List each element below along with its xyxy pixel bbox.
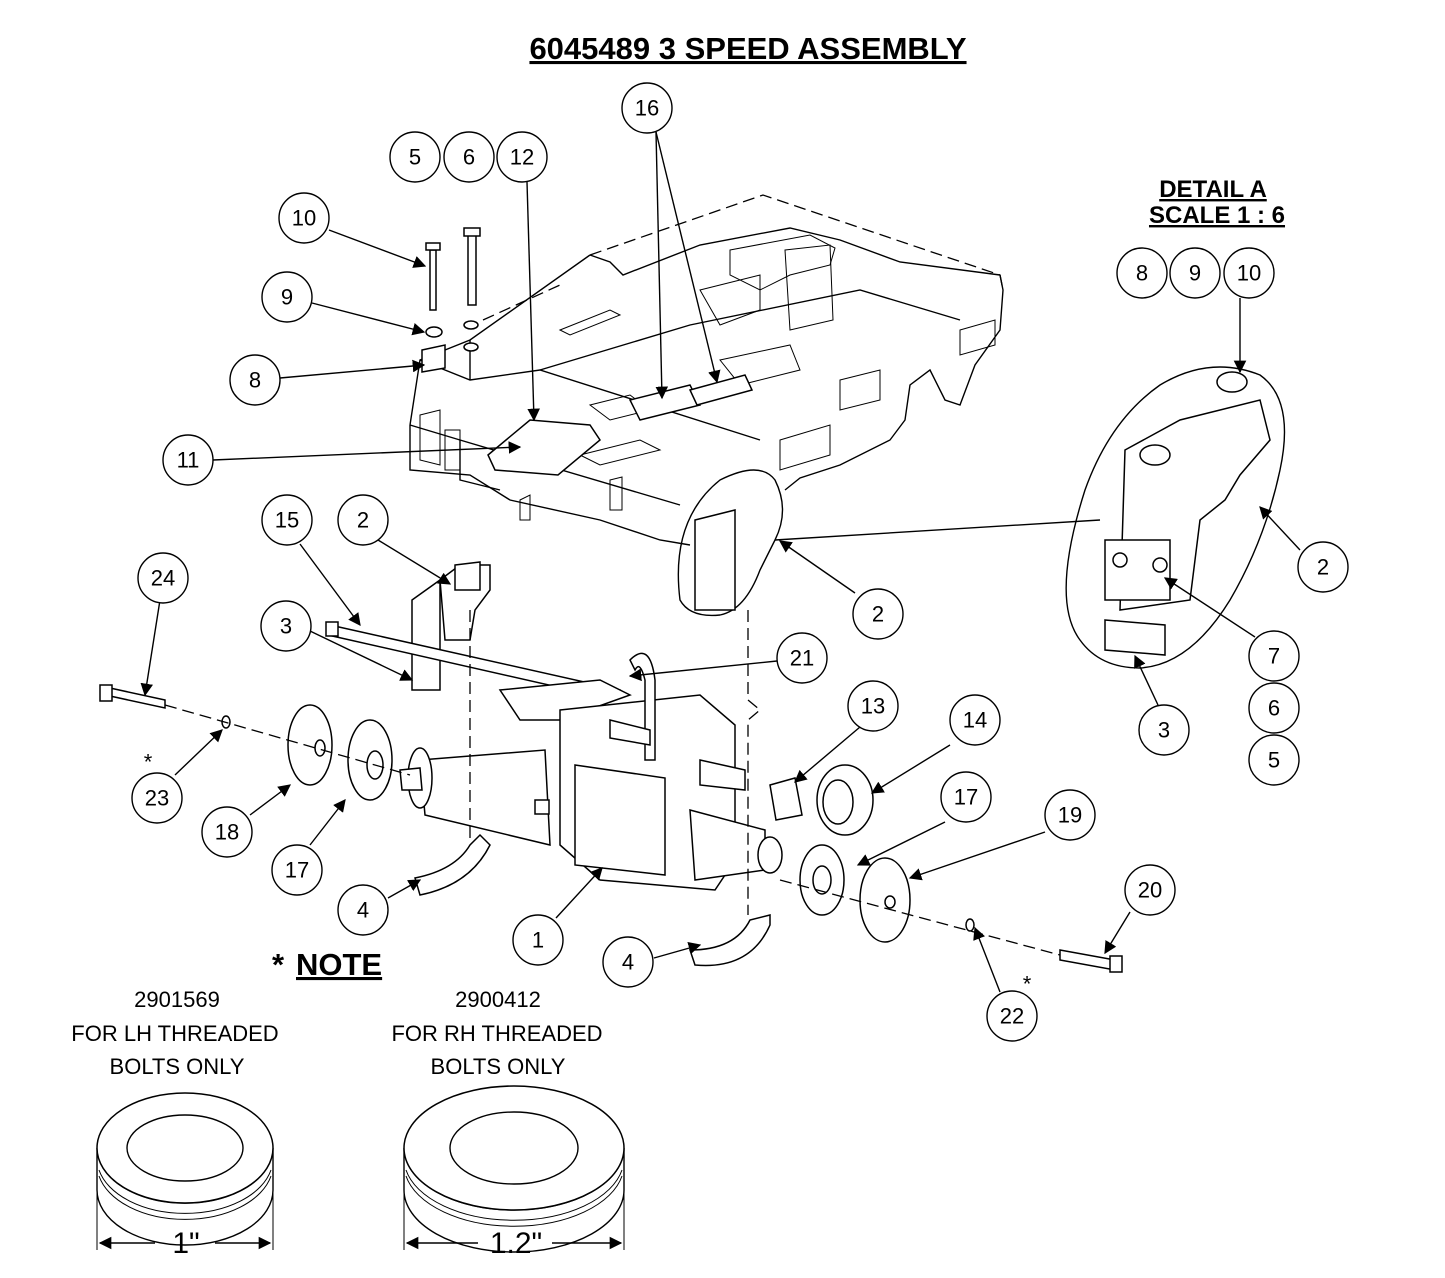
washer-rh-dimension: 1.2" [490,1227,542,1260]
balloon-9: 9 [261,271,313,323]
leader-lines [140,131,1301,993]
balloon-6: 6 [1248,682,1300,734]
balloon-2: 2 [1297,541,1349,593]
balloon-label: 4 [622,950,634,975]
balloon-label: 21 [790,646,814,671]
balloon-2: 2 [337,494,389,546]
balloon-label: 3 [1158,718,1170,743]
balloon-label: 13 [861,694,885,719]
balloon-3: 3 [260,600,312,652]
title: 6045489 3 SPEED ASSEMBLY [529,31,966,66]
balloon-6: 6 [443,131,495,183]
left-drive-parts [99,684,423,801]
detail-a-callout-loop [677,469,1101,617]
washer-lh-dimension: 1" [172,1227,199,1260]
balloon-17: 17 [940,771,992,823]
balloon-10: 10 [278,192,330,244]
note-star: * [272,947,285,982]
balloon-label: 12 [510,145,534,170]
balloon-4: 4 [602,936,654,988]
balloon-label: 2 [872,602,884,627]
balloon-label: 10 [292,206,316,231]
washer-lh-line1: FOR LH THREADED [71,1021,278,1046]
balloon-14: 14 [949,694,1001,746]
balloon-label: 3 [280,614,292,639]
balloon-label: 7 [1268,644,1280,669]
balloon-24: 24 [137,552,189,604]
balloon-label: 17 [954,785,978,810]
washer-rh-line2: BOLTS ONLY [431,1054,566,1079]
asterisk-22: * [1023,972,1032,997]
washer-lh-line2: BOLTS ONLY [110,1054,245,1079]
balloon-label: 5 [409,145,421,170]
detail-a-view [1065,366,1286,669]
balloon-label: 9 [1189,261,1201,286]
chassis-frame [409,194,1004,546]
balloon-label: 10 [1237,261,1261,286]
balloon-21: 21 [776,632,828,684]
balloon-label: 8 [249,368,261,393]
detail-a-title: DETAIL A [1159,176,1267,203]
balloon-label: 16 [635,96,659,121]
balloon-13: 13 [847,680,899,732]
washer-rh-part-number: 2900412 [455,987,541,1012]
balloon-23: 23 [131,772,183,824]
balloon-label: 15 [275,508,299,533]
balloon-9: 9 [1169,247,1221,299]
pillow-block [411,561,491,691]
washer-rh-drawing [403,1085,625,1253]
balloon-label: 22 [1000,1004,1024,1029]
balloon-label: 2 [357,508,369,533]
balloon-4: 4 [337,884,389,936]
balloon-7: 7 [1248,630,1300,682]
balloon-12: 12 [496,131,548,183]
note-title: NOTE [296,947,382,982]
balloon-label: 8 [1136,261,1148,286]
balloon-20: 20 [1124,864,1176,916]
balloon-11: 11 [162,434,214,486]
gearbox-assembly [407,652,783,891]
balloon-16: 16 [621,82,673,134]
balloon-label: 6 [1268,696,1280,721]
clamps [414,833,771,967]
balloon-label: 5 [1268,748,1280,773]
washer-lh-drawing [96,1092,274,1250]
balloon-label: 11 [177,448,200,473]
balloon-17: 17 [271,844,323,896]
asterisk-23: * [144,750,153,775]
centerlines [164,610,1061,956]
balloon-label: 19 [1058,803,1082,828]
balloon-8: 8 [1116,247,1168,299]
balloon-10: 10 [1223,247,1275,299]
balloon-5: 5 [1248,734,1300,786]
balloon-label: 17 [285,858,309,883]
balloon-label: 6 [463,145,475,170]
balloon-label: 4 [357,898,369,923]
balloon-1: 1 [512,914,564,966]
balloon-3: 3 [1138,704,1190,756]
balloon-label: 9 [281,285,293,310]
balloon-label: 14 [963,708,987,733]
balloon-5: 5 [389,131,441,183]
right-drive-parts [769,764,1123,973]
balloon-label: 24 [151,566,175,591]
balloon-22: 22 [986,990,1038,1042]
balloon-label: 18 [215,820,239,845]
balloon-8: 8 [229,354,281,406]
detail-a-scale: SCALE 1 : 6 [1149,202,1285,229]
balloon-label: 1 [532,928,544,953]
balloon-18: 18 [201,806,253,858]
balloon-label: 23 [145,786,169,811]
washer-rh-line1: FOR RH THREADED [391,1021,602,1046]
balloon-2: 2 [852,588,904,640]
washer-lh-part-number: 2901569 [134,987,220,1012]
balloon-15: 15 [261,494,313,546]
balloon-label: 20 [1138,878,1162,903]
balloon-19: 19 [1044,789,1096,841]
balloon-label: 2 [1317,555,1329,580]
